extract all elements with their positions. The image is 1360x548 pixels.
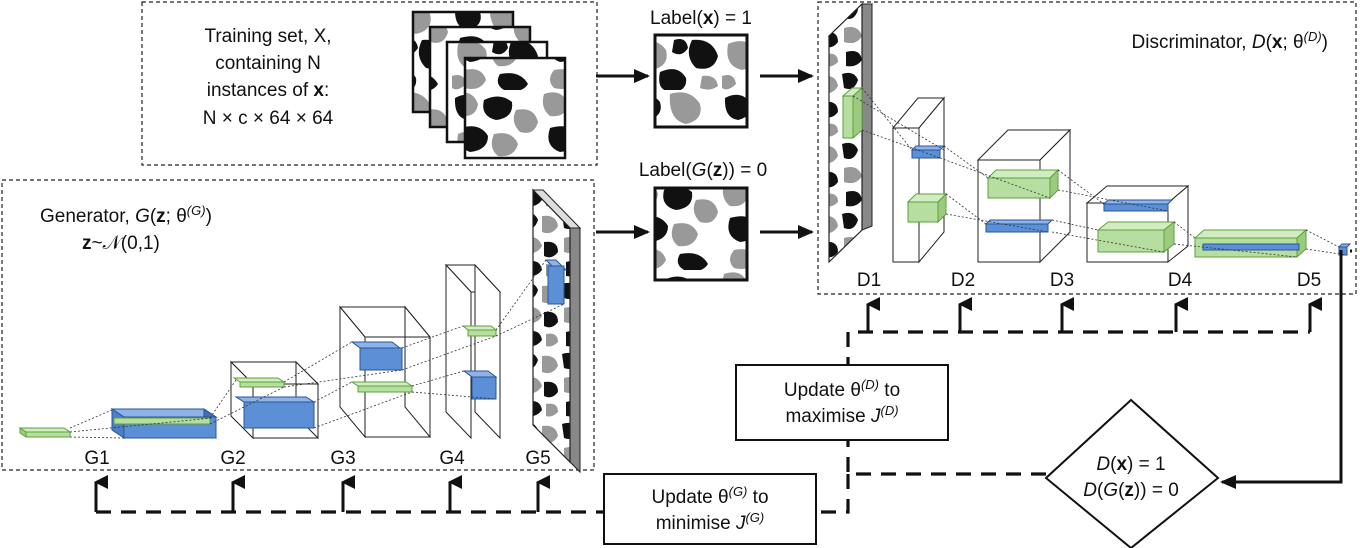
discriminator-title: Discriminator, D(x; θ(D)) [1132,29,1329,53]
update-g-line2: minimise J(G) [656,510,765,534]
d1-label: D1 [857,270,881,291]
training-set-panel [141,1,598,166]
training-set-line3: instances of x: [207,80,330,101]
decision-line2: D(G(z)) = 0 [1083,480,1179,501]
discriminator-panel [817,1,1357,295]
discriminator-output-cube [1337,243,1352,256]
d3-label: D3 [1050,270,1074,291]
discriminator-layers [827,2,1352,264]
g3-layer [338,305,432,439]
real-sample-image [653,33,749,129]
d4-label: D4 [1168,270,1193,291]
update-d-box [735,364,949,441]
d5-label: D5 [1297,270,1321,291]
generator-panel [1,179,595,471]
d5-layer [1193,228,1308,259]
label-fake: Label(G(z)) = 0 [639,160,767,181]
feedback-arrows-d [866,297,1322,332]
g5-label: G5 [525,448,550,469]
g2-label: G2 [220,448,245,469]
g1-label: G1 [84,448,109,469]
training-set-line4: N × c × 64 × 64 [203,108,334,129]
update-g-box [603,473,817,545]
fake-sample-image [653,186,749,282]
arrow-output-to-decision [1220,250,1343,489]
training-set-line2: containing N [215,53,321,74]
generator-noise: z~𝒩(0,1) [82,233,160,254]
g5-layer [531,188,582,474]
update-g-line1: Update θ(G) to [651,484,768,508]
training-set-line1: Training set, X, [204,26,331,47]
update-d-line2: maximise J(D) [785,403,898,427]
g4-label: G4 [439,448,465,469]
update-d-line1: Update θ(D) to [784,377,900,401]
d2-layer [891,96,946,264]
generator-layers [18,188,582,474]
decision-line1: D(x) = 1 [1096,454,1165,475]
g1-output-block [110,408,218,439]
label-real: Label(x) = 1 [650,8,752,29]
d2-label: D2 [951,270,975,291]
g4-layer [444,263,502,440]
decision-diamond [1044,398,1220,548]
g1-layer [18,427,72,438]
g3-label: G3 [330,448,355,469]
feedback-path-g [96,474,850,514]
training-images-stack [411,10,567,160]
feedback-arrows-g [94,475,550,512]
generator-title: Generator, G(z; θ(G)) [40,203,212,227]
